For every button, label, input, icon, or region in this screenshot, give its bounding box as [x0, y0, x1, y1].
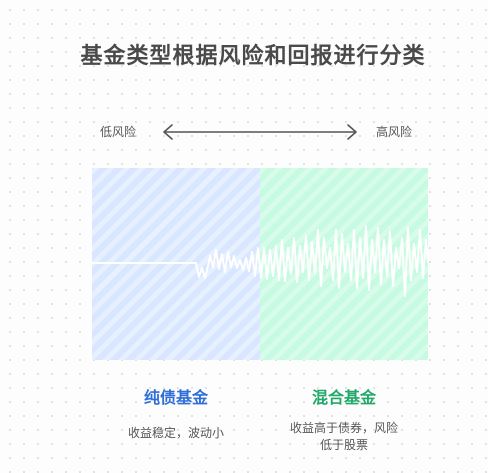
- mixed-fund-description: 收益高于债券，风险 低于股票: [260, 420, 428, 454]
- risk-scale-arrow-icon: [163, 124, 357, 140]
- mixed-fund-description-line2: 低于股票: [319, 438, 368, 452]
- bond-fund-title: 纯债基金: [143, 388, 208, 407]
- bond-fund-description: 收益稳定，波动小: [127, 426, 224, 440]
- low-risk-label: 低风险: [100, 125, 137, 139]
- volatility-wave-line: [92, 225, 428, 297]
- high-risk-label: 高风险: [376, 125, 413, 139]
- mixed-fund-title: 混合基金: [311, 388, 376, 407]
- volatility-wave: [92, 225, 428, 297]
- mixed-fund-description-line1: 收益高于债券，风险: [289, 421, 398, 435]
- page-title: 基金类型根据风险和回报进行分类: [80, 44, 426, 69]
